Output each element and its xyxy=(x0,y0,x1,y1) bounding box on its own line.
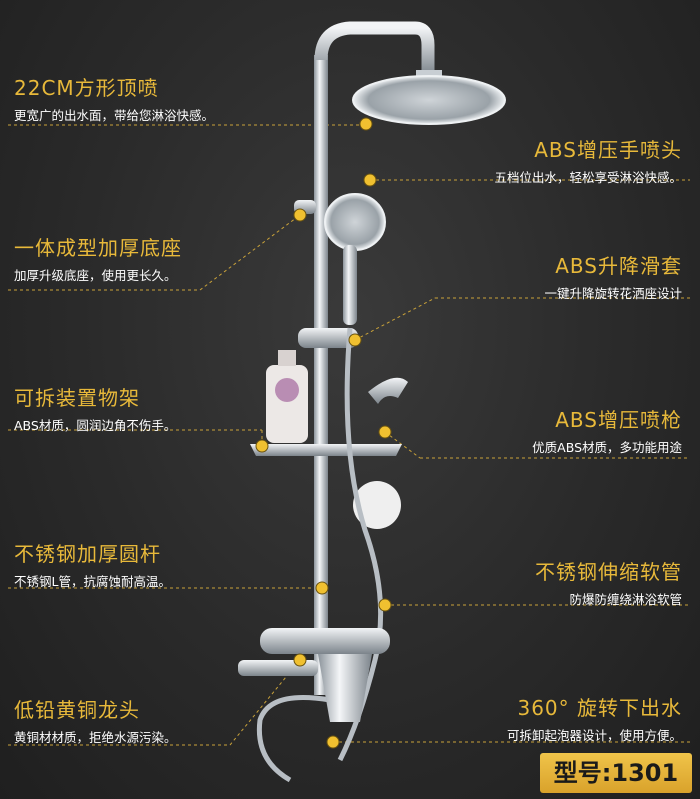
feature-desc: 更宽广的出水面，带给您淋浴快感。 xyxy=(14,108,215,123)
top-bend xyxy=(314,21,435,75)
top-shower-head xyxy=(352,75,506,125)
feature-faucet: 低铅黄铜龙头 黄铜材材质，拒绝水源污染。 xyxy=(14,694,177,746)
faucet-handle xyxy=(318,654,372,722)
feature-rod: 不锈钢加厚圆杆 不锈钢L管，抗腐蚀耐高温。 xyxy=(14,538,171,590)
bottle-label xyxy=(275,378,299,402)
feature-shelf: 可拆装置物架 ABS材质，圆润边角不伤手。 xyxy=(14,382,176,434)
feature-desc: 五档位出水，轻松享受淋浴快感。 xyxy=(494,170,682,185)
feature-slider: ABS升降滑套 一键升降旋转花洒座设计 xyxy=(544,250,682,302)
slider-seat xyxy=(298,328,358,348)
feature-title: 一体成型加厚底座 xyxy=(14,236,182,260)
feature-title: ABS升降滑套 xyxy=(555,254,682,278)
feature-desc: 黄铜材材质，拒绝水源污染。 xyxy=(14,730,177,745)
feature-base: 一体成型加厚底座 加厚升级底座，使用更长久。 xyxy=(14,232,182,284)
hand-shower-handle xyxy=(343,245,357,325)
bath-loofah xyxy=(353,481,401,529)
feature-sprayer: ABS增压喷枪 优质ABS材质，多功能用途 xyxy=(532,404,682,456)
main-rod xyxy=(314,55,328,695)
feature-desc: 一键升降旋转花洒座设计 xyxy=(544,286,682,301)
feature-desc: 加厚升级底座，使用更长久。 xyxy=(14,268,177,283)
feature-desc: 可拆卸起泡器设计，使用方便。 xyxy=(506,728,682,743)
feature-hand: ABS增压手喷头 五档位出水，轻松享受淋浴快感。 xyxy=(494,134,682,186)
feature-title: 22CM方形顶喷 xyxy=(14,76,159,100)
feature-title: 不锈钢伸缩软管 xyxy=(535,560,682,584)
model-badge: 型号:1301 xyxy=(540,753,692,793)
faucet-body xyxy=(260,628,390,654)
feature-desc: ABS材质，圆润边角不伤手。 xyxy=(14,418,177,433)
feature-title: ABS增压手喷头 xyxy=(534,138,682,162)
feature-hose: 不锈钢伸缩软管 防爆防缠绕淋浴软管 xyxy=(535,556,682,608)
leader-lines xyxy=(8,124,690,746)
feature-title: 低铅黄铜龙头 xyxy=(14,698,140,722)
bottle xyxy=(266,365,308,443)
feature-desc: 优质ABS材质，多功能用途 xyxy=(532,440,682,455)
marker-dots xyxy=(255,117,392,749)
feature-title: ABS增压喷枪 xyxy=(555,408,682,432)
hand-shower-head xyxy=(324,193,386,251)
feature-desc: 不锈钢L管，抗腐蚀耐高温。 xyxy=(14,574,171,589)
spray-gun xyxy=(368,377,408,404)
feature-title: 可拆装置物架 xyxy=(14,386,140,410)
shelf xyxy=(250,444,402,456)
feature-title: 360° 旋转下出水 xyxy=(517,696,682,720)
feature-head: 22CM方形顶喷 更宽广的出水面，带给您淋浴快感。 xyxy=(14,72,214,124)
feature-spout: 360° 旋转下出水 可拆卸起泡器设计，使用方便。 xyxy=(507,692,682,744)
bottle-cap xyxy=(278,350,296,366)
feature-title: 不锈钢加厚圆杆 xyxy=(14,542,161,566)
feature-desc: 防爆防缠绕淋浴软管 xyxy=(569,592,682,607)
hose-loop xyxy=(256,695,331,783)
